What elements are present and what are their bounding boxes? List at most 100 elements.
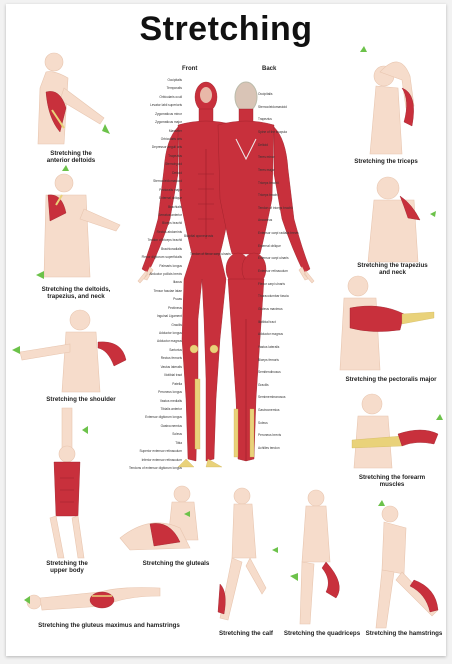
anatomy-label: Gracilis [258, 382, 269, 387]
anatomy-label: Gluteus maximus [258, 306, 283, 311]
caption-pectoralis-major: Stretching the pectoralis major [345, 376, 437, 383]
anatomy-label: Thoracolumbar fascia [258, 294, 289, 299]
anatomy-label: Temporalis [166, 86, 182, 91]
caption-hamstrings: Stretching the hamstrings [365, 630, 443, 637]
anatomy-label: Pectoralis major [159, 187, 182, 192]
anatomy-label: Sternocleidomastoid [153, 179, 182, 184]
anatomy-label: Depressor anguli oris [151, 145, 182, 150]
anatomy-label: Pectineus [168, 305, 182, 310]
figure-quadriceps [290, 489, 340, 625]
anatomy-label: Tendon of biceps brachii [147, 238, 182, 243]
anatomy-label: Serratus anterior [158, 212, 182, 217]
anatomy-label: Rectus abdominis [156, 229, 182, 234]
anatomy-label: Gastrocnemius [258, 408, 280, 413]
anatomy-label: Gastrocnemius [160, 423, 182, 428]
anatomy-label: Adductor longus [158, 331, 182, 336]
anatomy-label: Inguinal Ligament [156, 314, 182, 319]
anatomy-label: Tendons of extensor digitorum longus [129, 466, 182, 470]
anatomy-label: Sternocleidomastoid [258, 104, 287, 109]
anatomy-label: External oblique [159, 196, 182, 201]
anatomy-label: Soleus [172, 432, 182, 437]
caption-shoulder: Stretching the shoulder [46, 396, 116, 403]
anatomy-label: Teres minor [258, 155, 275, 160]
anatomy-label: Palmaris longus [159, 263, 182, 268]
anatomy-label: Vastus lateralis [160, 364, 182, 369]
anatomy-label: Spine of the scapula [258, 129, 287, 134]
anatomy-label: Zygomaticus major [155, 120, 182, 125]
figure-anterior-deltoids [37, 52, 110, 145]
anatomy-label: Biceps brachii [162, 221, 182, 226]
figure-hamstrings [375, 500, 439, 629]
anatomy-label: Extensor digitorum longus [145, 415, 182, 420]
anatomy-label: Occipitalis [258, 92, 273, 96]
back-column-label: Back [262, 66, 277, 72]
figure-gluteus-hamstrings [24, 587, 161, 611]
anatomy-label: Achilles tendon [258, 446, 280, 450]
caption-gluteals: Stretching the gluteals [142, 560, 210, 567]
anatomy-label: Iliacus [172, 280, 182, 285]
anatomy-label: Deltoid [258, 142, 268, 147]
anatomy-label: Soleus [258, 420, 268, 425]
anatomy-label: Rectus femoris [160, 356, 182, 361]
anatomy-label: Tendon of triceps brachii [258, 205, 293, 210]
anatomy-poster: Stretching Front Back [6, 4, 446, 656]
anatomy-label: Adductor magnus [258, 332, 283, 337]
anatomy-label: Tensor fasciae latae [153, 288, 182, 293]
figure-trapezius-neck [367, 176, 436, 263]
figure-pectoralis-major [339, 275, 435, 371]
anatomy-label: Vastus medialis [159, 398, 182, 403]
anatomy-label: Occipitalis [167, 78, 182, 82]
anatomy-label: Flexor digitorum superficialis [141, 255, 182, 260]
anatomy-figure-back [217, 81, 315, 462]
front-column-label: Front [182, 66, 198, 72]
anatomy-label: Trapezius [168, 153, 182, 158]
figure-calf [217, 487, 278, 621]
anatomy-label: External oblique [258, 243, 281, 248]
anatomy-label: Teres major [258, 167, 275, 172]
anatomy-label: Vastus lateralis [258, 344, 280, 349]
page-title: Stretching [139, 10, 313, 48]
anatomy-label: Brachialis [168, 204, 182, 209]
anatomy-label: Iliotibial tract [164, 373, 182, 378]
anatomy-label: Extensor carpi radialis brevis [258, 231, 299, 236]
anatomy-label: Tibialis anterior [160, 406, 183, 411]
anatomy-label: Flexor carpi ulnaris [258, 281, 285, 286]
anatomy-label: Triceps brachii [258, 180, 279, 185]
caption-trapezius-neck: Stretching the trapezius and neck [357, 262, 428, 276]
anatomy-label: Inferior extensor retinaculum [141, 457, 182, 462]
figure-triceps [360, 46, 415, 155]
caption-deltoids-trapezius-neck: Stretching the deltoids, trapezius, and … [41, 286, 111, 300]
anatomy-label: Gracilis [171, 322, 182, 327]
anatomy-label: Masseter [168, 128, 182, 133]
anatomy-label: Sartorius [169, 347, 182, 352]
anatomy-label: Brachioradialis [161, 246, 182, 251]
anatomy-label: Deltoid [172, 170, 182, 175]
anatomy-label: Biceps femoris [258, 357, 279, 362]
anatomy-label: Superior extensor retinaculum [139, 449, 182, 454]
caption-anterior-deltoids: Stretching the anterior deltoids [46, 150, 96, 164]
anatomy-label: Peroneus brevis [258, 433, 282, 438]
anatomy-label: Sternohyoid [164, 162, 182, 167]
anatomy-label: Extensor carpi ulnaris [258, 256, 289, 261]
anatomy-label: Abductor pollicis brevis [149, 272, 182, 276]
anatomy-label: Orbicularis oris [160, 137, 182, 142]
anatomy-label: Anconeus [258, 218, 273, 223]
anatomy-label: Trapezius [258, 117, 272, 122]
anatomy-label: Levator labii superioris [150, 103, 182, 108]
anatomy-label: Zygomaticus minor [155, 111, 182, 116]
anatomy-label: Semimembranosus [258, 395, 286, 400]
caption-quadriceps: Stretching the quadriceps [283, 630, 361, 637]
anatomy-label: Orbicularis oculi [159, 94, 182, 99]
figure-gluteals [119, 485, 199, 551]
figure-deltoids-trapezius-neck [36, 165, 121, 279]
anatomy-label: Tibia [175, 440, 182, 445]
anatomy-label: Semitendinosus [258, 370, 281, 375]
caption-calf: Stretching the calf [219, 630, 273, 637]
anatomy-label: Patella [172, 381, 182, 386]
anatomy-label: Tendon of flexor carpi ulnaris [190, 252, 231, 256]
anatomy-label: Adductor magnus [157, 339, 182, 344]
figure-upper-body [49, 407, 88, 559]
anatomy-label: Psoas [173, 297, 182, 302]
caption-gluteus-hamstrings: Stretching the gluteus maximus and hamst… [38, 622, 180, 629]
anatomy-label: Extensor retinaculum [258, 269, 288, 273]
